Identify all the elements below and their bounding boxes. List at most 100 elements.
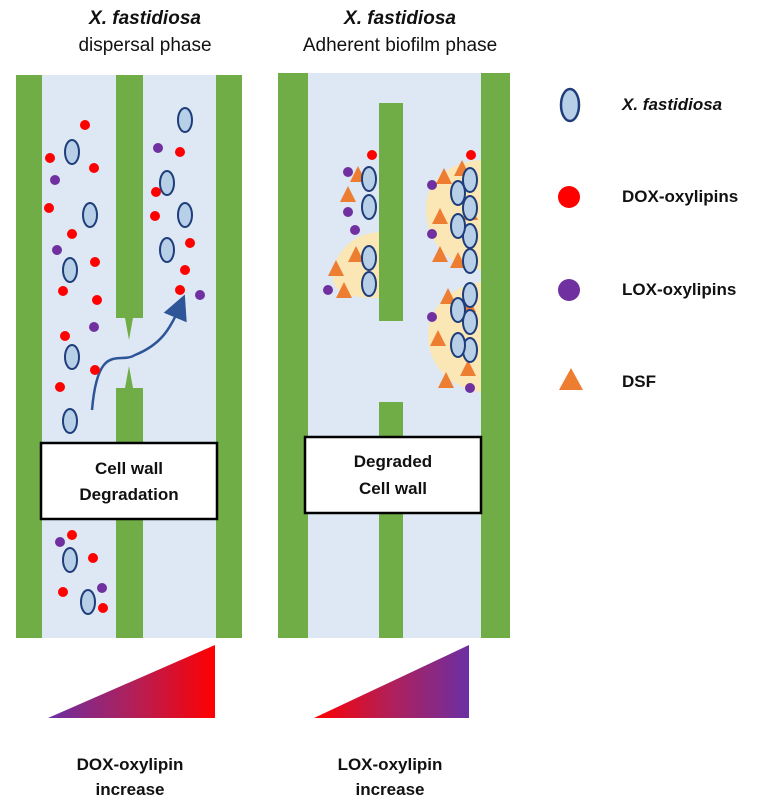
panel-1-wall-right: [216, 75, 242, 638]
dox-oxylipin-dot: [67, 229, 77, 239]
dox-increase-label: DOX-oxylipin increase: [30, 752, 230, 802]
dox-oxylipin-dot: [466, 150, 476, 160]
bacterium: [361, 166, 377, 192]
dsf-triangle: [336, 282, 352, 298]
panel-2-species: X. fastidiosa: [344, 8, 456, 29]
dox-increase-line-2: increase: [95, 780, 165, 799]
dsf-triangle: [328, 260, 344, 276]
panel-2-wall-middle-upper: [379, 103, 403, 321]
lox-oxylipin-dot: [323, 285, 333, 295]
lox-oxylipin-dot: [55, 537, 65, 547]
dox-oxylipin-dot: [151, 187, 161, 197]
panel-1-wall-left: [16, 75, 42, 638]
panel-1-box-line-2: Degradation: [79, 485, 178, 504]
lox-oxylipin-dot: [97, 583, 107, 593]
dox-oxylipin-dot: [58, 286, 68, 296]
bacterium: [462, 282, 478, 308]
panel-1-label-box: Cell wall Degradation: [39, 441, 219, 521]
dsf-triangle: [440, 288, 456, 304]
lox-oxylipin-dot: [427, 180, 437, 190]
lox-oxylipin-dot: [153, 143, 163, 153]
dox-oxylipin-dot: [44, 203, 54, 213]
red-dot-icon: [558, 186, 580, 208]
dox-oxylipin-dot: [55, 382, 65, 392]
panel-1-box-line-1: Cell wall: [95, 459, 163, 478]
lox-oxylipin-dot: [52, 245, 62, 255]
dsf-triangle: [430, 330, 446, 346]
dox-oxylipin-dot: [67, 530, 77, 540]
dox-oxylipin-dot: [180, 265, 190, 275]
dsf-triangle: [438, 372, 454, 388]
dox-oxylipin-dot: [175, 147, 185, 157]
bacterium: [450, 332, 466, 358]
panel-1-lox-dots: [50, 143, 205, 593]
panel-1-title: X. fastidiosa dispersal phase: [30, 5, 260, 59]
dox-oxylipin-dot: [60, 331, 70, 341]
lox-oxylipin-dot: [350, 225, 360, 235]
panel-2-wall-left: [278, 73, 308, 638]
legend-icons: [558, 87, 583, 390]
bacterium: [361, 271, 377, 297]
legend-label-dsf: DSF: [622, 372, 656, 391]
lox-oxylipin-dot: [427, 229, 437, 239]
bacterium: [361, 245, 377, 271]
dsf-triangle: [450, 252, 466, 268]
bacterium: [361, 194, 377, 220]
panel-2-dsf: [328, 160, 478, 388]
panel-2-wall-right: [481, 73, 510, 638]
dox-oxylipin-dot: [150, 211, 160, 221]
dox-oxylipin-dot: [90, 257, 100, 267]
dox-oxylipin-dot: [88, 553, 98, 563]
bacterium: [177, 107, 193, 133]
dox-oxylipin-dot: [89, 163, 99, 173]
panel-1-wall-middle-upper: [116, 75, 143, 340]
dsf-triangle: [432, 208, 448, 224]
panel-1-phase: dispersal phase: [78, 35, 212, 56]
dox-oxylipin-dot: [90, 365, 100, 375]
panel-2-phase: Adherent biofilm phase: [302, 35, 498, 56]
legend-label-x-fastidiosa: X. fastidiosa: [622, 95, 723, 114]
bacterium: [64, 139, 80, 165]
bacterium: [62, 547, 78, 573]
dsf-triangle: [348, 246, 364, 262]
bacterium: [159, 237, 175, 263]
bacterium: [450, 213, 466, 239]
lox-oxylipin-dot: [89, 322, 99, 332]
bacterium: [64, 344, 80, 370]
bacterium: [62, 408, 78, 434]
lox-oxylipin-dot: [427, 312, 437, 322]
lox-oxylipin-dot: [343, 207, 353, 217]
lox-increase-label: LOX-oxylipin increase: [290, 752, 490, 802]
dsf-triangle: [340, 186, 356, 202]
bacterium: [159, 170, 175, 196]
lox-oxylipin-dot: [195, 290, 205, 300]
legend-label-lox-oxylipins: LOX-oxylipins: [622, 280, 737, 299]
panel-2-dox-dots: [367, 150, 476, 160]
legend-label-dox-oxylipins: DOX-oxylipins: [622, 187, 739, 206]
bacterium: [82, 202, 98, 228]
dox-oxylipin-dot: [58, 587, 68, 597]
lox-oxylipin-dot: [343, 167, 353, 177]
dox-oxylipin-dot: [367, 150, 377, 160]
dsf-triangle: [432, 246, 448, 262]
panel-1-movement-arrow: [90, 294, 187, 411]
dox-gradient-triangle: [48, 645, 215, 718]
dsf-triangle: [436, 168, 452, 184]
dsf-triangle: [460, 360, 476, 376]
panel-1-species: X. fastidiosa: [89, 8, 201, 29]
bacterium: [462, 167, 478, 193]
panel-2-label-box: Degraded Cell wall: [303, 435, 483, 515]
panel-2-box-line-1: Degraded: [354, 452, 432, 471]
panel-1-bacteria: [62, 107, 193, 615]
panel-2-box-line-2: Cell wall: [359, 479, 427, 498]
bacterium: [62, 257, 78, 283]
panel-2-bacteria: [361, 166, 478, 363]
bacterium: [80, 589, 96, 615]
dox-oxylipin-dot: [45, 153, 55, 163]
bacterium: [177, 202, 193, 228]
purple-dot-icon: [558, 279, 580, 301]
lox-gradient-triangle: [314, 645, 469, 718]
bacterium: [462, 309, 478, 335]
dox-oxylipin-dot: [98, 603, 108, 613]
